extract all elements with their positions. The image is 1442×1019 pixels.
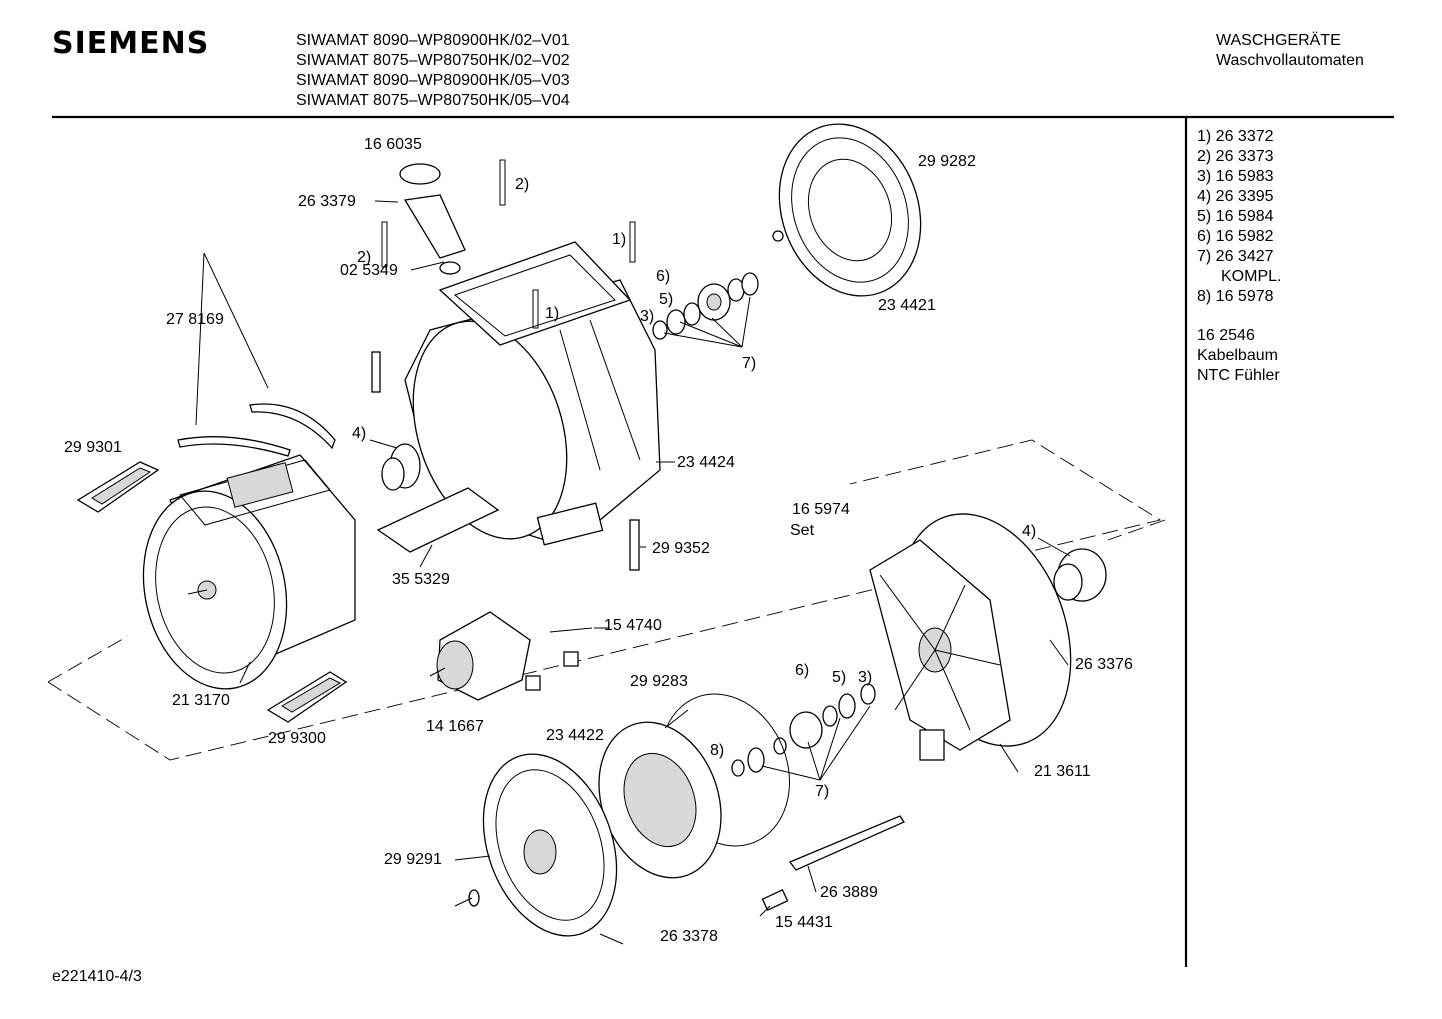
legend-item-6: 6) 16 5982 [1197, 228, 1274, 245]
legend-item-1: 1) 26 3372 [1197, 128, 1274, 145]
callout-16-5974: 16 5974 [792, 501, 850, 518]
callout-marker-6b: 6) [795, 662, 810, 679]
callout-marker-2a: 2) [515, 176, 530, 193]
callout-16-6035: 16 6035 [364, 136, 422, 153]
leader-lines [195, 200, 1071, 945]
callout-23-4424: 23 4424 [677, 454, 735, 471]
tub-front-part [869, 513, 1072, 761]
dashed-frame-upper [47, 439, 1162, 761]
callout-marker-3a: 3) [640, 308, 655, 325]
legend-note-part: 16 2546 [1197, 327, 1255, 344]
callout-26-3379: 26 3379 [298, 193, 356, 210]
document-id: e221410-4/3 [52, 968, 142, 985]
callout-35-5329: 35 5329 [392, 571, 450, 588]
callout-21-3611: 21 3611 [1034, 763, 1091, 780]
drum-part [142, 454, 356, 690]
callout-marker-7b: 7) [815, 783, 830, 800]
callout-29-9301: 29 9301 [64, 439, 122, 456]
spring-1a [629, 221, 636, 263]
spring-2b [381, 221, 388, 268]
bearing-set-rear [652, 230, 784, 340]
callout-marker-7a: 7) [742, 355, 757, 372]
dashed-frame-lower [47, 635, 129, 683]
callout-29-9283: 29 9283 [630, 673, 688, 690]
legend-item-3: 3) 16 5983 [1197, 168, 1274, 185]
motor-part [429, 611, 531, 701]
legend-item-2: 2) 26 3373 [1197, 148, 1274, 165]
callout-26-3889: 26 3889 [820, 884, 878, 901]
heater-part [788, 815, 905, 871]
callout-26-3378: 26 3378 [660, 928, 718, 945]
rear-cover-part [778, 123, 922, 297]
bearing-set-front [731, 683, 876, 777]
model-line-4: SIWAMAT 8075–WP80750HK/05–V04 [296, 92, 570, 109]
callout-marker-1a: 1) [612, 231, 627, 248]
screw-front [468, 889, 480, 907]
callout-23-4421: 23 4421 [878, 297, 936, 314]
motor-bushing [563, 651, 579, 667]
ntc-sensor-part [761, 889, 789, 911]
legend-item-4: 4) 26 3395 [1197, 188, 1274, 205]
brand-logo: SIEMENS [52, 26, 210, 61]
legend-note-desc: NTC Fühler [1197, 367, 1280, 384]
callout-marker-2b: 2) [357, 249, 372, 266]
plate-part [376, 487, 500, 553]
subcategory-title: Waschvollautomaten [1216, 52, 1364, 69]
callout-set: Set [790, 522, 815, 539]
callout-marker-1b: 1) [545, 305, 560, 322]
callout-23-4422: 23 4422 [546, 727, 604, 744]
model-line-2: SIWAMAT 8075–WP80750HK/02–V02 [296, 52, 570, 69]
callout-29-9300: 29 9300 [268, 730, 326, 747]
callout-27-8169: 27 8169 [166, 311, 224, 328]
callout-marker-4b: 4) [1022, 523, 1037, 540]
spring-1b [532, 289, 539, 329]
tub-rear-part [404, 241, 661, 546]
shock-absorber-1 [371, 351, 381, 393]
callout-marker-5a: 5) [659, 291, 674, 308]
legend-note-name: Kabelbaum [1197, 347, 1278, 364]
shock-absorber-2 [629, 519, 640, 571]
callout-15-4740: 15 4740 [604, 617, 662, 634]
callout-marker-4a: 4) [352, 425, 367, 442]
callout-15-4431: 15 4431 [775, 914, 833, 931]
callout-marker-3b: 3) [858, 669, 873, 686]
spring-2a [499, 159, 506, 206]
category-title: WASCHGERÄTE [1216, 32, 1341, 49]
callout-26-3376: 26 3376 [1075, 656, 1133, 673]
callout-29-9282: 29 9282 [918, 153, 976, 170]
counterweight-ring-part [249, 403, 336, 450]
callout-marker-5b: 5) [832, 669, 847, 686]
bellows-part [399, 163, 466, 275]
callout-marker-6a: 6) [656, 268, 671, 285]
callout-21-3170: 21 3170 [172, 692, 230, 709]
model-line-1: SIWAMAT 8090–WP80900HK/02–V01 [296, 32, 570, 49]
legend-item-8: 8) 16 5978 [1197, 288, 1274, 305]
model-line-3: SIWAMAT 8090–WP80900HK/05–V03 [296, 72, 570, 89]
callout-02-5349: 02 5349 [340, 262, 398, 279]
legend-item-5: 5) 16 5984 [1197, 208, 1274, 225]
legend-item-7: 7) 26 3427 [1197, 248, 1274, 265]
legend-item-7-kompl: KOMPL. [1221, 268, 1282, 285]
callout-14-1667: 14 1667 [426, 718, 484, 735]
callout-marker-8: 8) [710, 742, 725, 759]
callout-29-9291: 29 9291 [384, 851, 442, 868]
callout-29-9352: 29 9352 [652, 540, 710, 557]
